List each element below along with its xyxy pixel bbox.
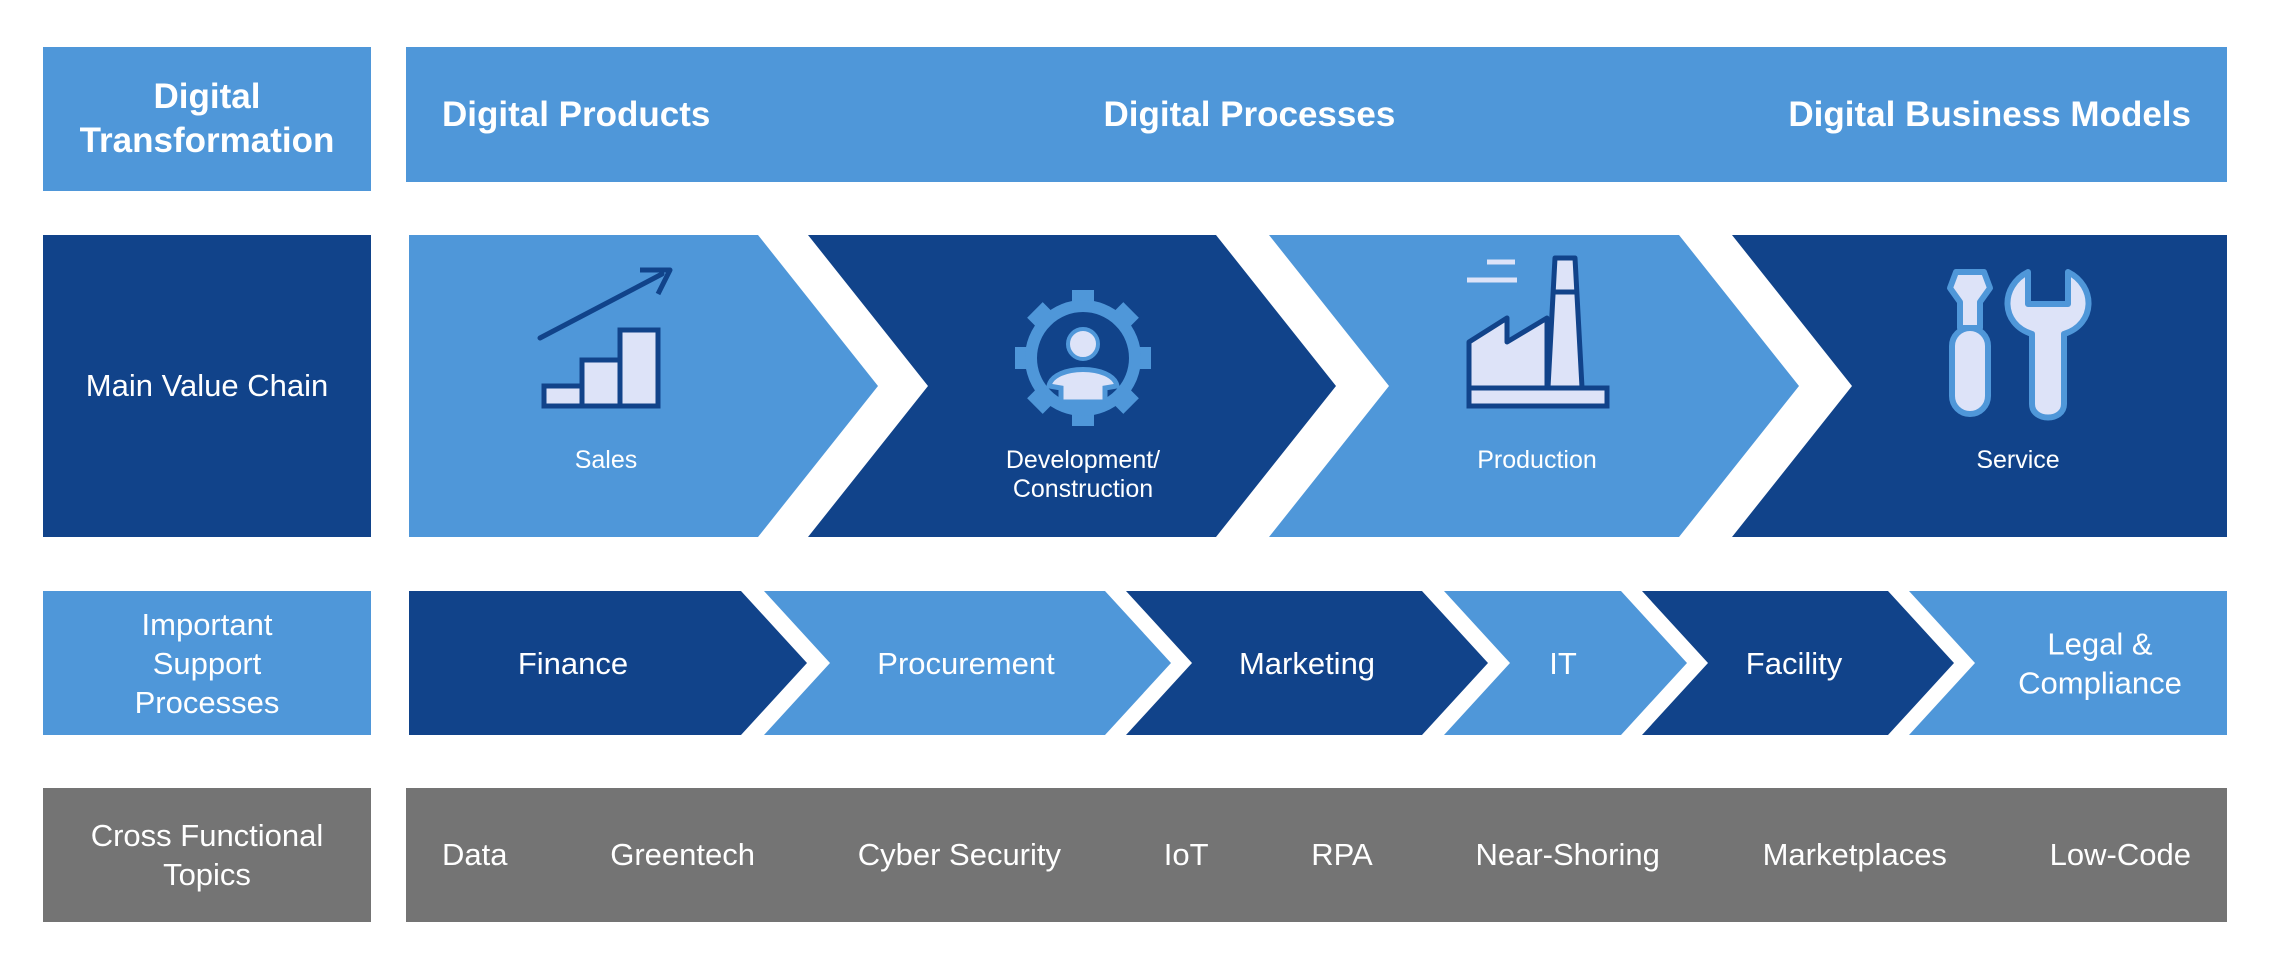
support-process-label-legal-compliance-1: Legal & (2047, 627, 2152, 662)
value-chain-label-service: Service (1976, 446, 2059, 474)
factory-icon (1466, 255, 1610, 409)
support-process-label-procurement: Procurement (877, 646, 1055, 681)
support-process-label-marketing: Marketing (1239, 646, 1375, 681)
banner-item-digital-products: Digital Products (442, 94, 711, 134)
banner-item-digital-business-models: Digital Business Models (1788, 94, 2191, 134)
main-value-chain-label: Main Value Chain (43, 235, 371, 537)
support-processes-label: Important Support Processes (43, 591, 371, 735)
value-chain-label-development-construction-1: Development/ (1006, 446, 1160, 474)
gear-person-icon (1015, 290, 1151, 426)
support-processes-row: Finance Procurement Marketing IT Facility Leg… (409, 591, 2227, 735)
topic-item: RPA (1311, 837, 1373, 872)
growth-chart-icon (537, 267, 673, 409)
topic-item: Cyber Security (857, 837, 1062, 872)
cross-line2: Topics (163, 857, 251, 892)
topic-item: Data (442, 837, 508, 872)
tools-icon (1947, 269, 2092, 421)
support-process-it (1444, 591, 1687, 735)
value-chain-row: Sales Development/Construction Production S… (409, 235, 2227, 537)
topic-item: Marketplaces (1762, 837, 1947, 872)
support-process-procurement (764, 591, 1171, 735)
digital-banner: Digital Products Digital Processes Digit… (406, 47, 2227, 182)
value-chain-label-development-construction-2: Construction (1013, 475, 1153, 503)
digital-transformation-line2: Transformation (79, 121, 335, 160)
cross-line1: Cross Functional (90, 818, 324, 853)
value-chain-label-production: Production (1477, 446, 1597, 474)
support-process-legal-compliance (1909, 591, 2227, 735)
support-process-label-it: IT (1549, 646, 1577, 681)
cross-functional-label: Cross Functional Topics (43, 788, 371, 922)
support-process-marketing (1126, 591, 1488, 735)
topic-item: IoT (1163, 837, 1209, 872)
support-process-label-facility: Facility (1746, 646, 1843, 681)
topic-item: Near-Shoring (1475, 837, 1660, 872)
cross-functional-topics-bar: Data Greentech Cyber Security IoT RPA Ne… (406, 788, 2227, 922)
support-line2: Support (152, 645, 262, 681)
digital-transformation-label: Digital Transformation (43, 47, 371, 191)
support-process-label-legal-compliance-2: Compliance (2018, 666, 2182, 701)
support-line1: Important (141, 606, 273, 642)
topic-item: Low-Code (2049, 837, 2191, 872)
support-process-label-finance: Finance (518, 646, 628, 681)
digital-transformation-line1: Digital (153, 77, 261, 116)
value-chain-label-sales: Sales (575, 446, 638, 474)
banner-item-digital-processes: Digital Processes (1103, 94, 1396, 134)
support-process-finance (409, 591, 807, 735)
support-process-facility (1642, 591, 1954, 735)
topic-item: Greentech (610, 837, 755, 872)
main-value-chain-text: Main Value Chain (85, 368, 329, 403)
support-line3: Processes (134, 684, 280, 720)
